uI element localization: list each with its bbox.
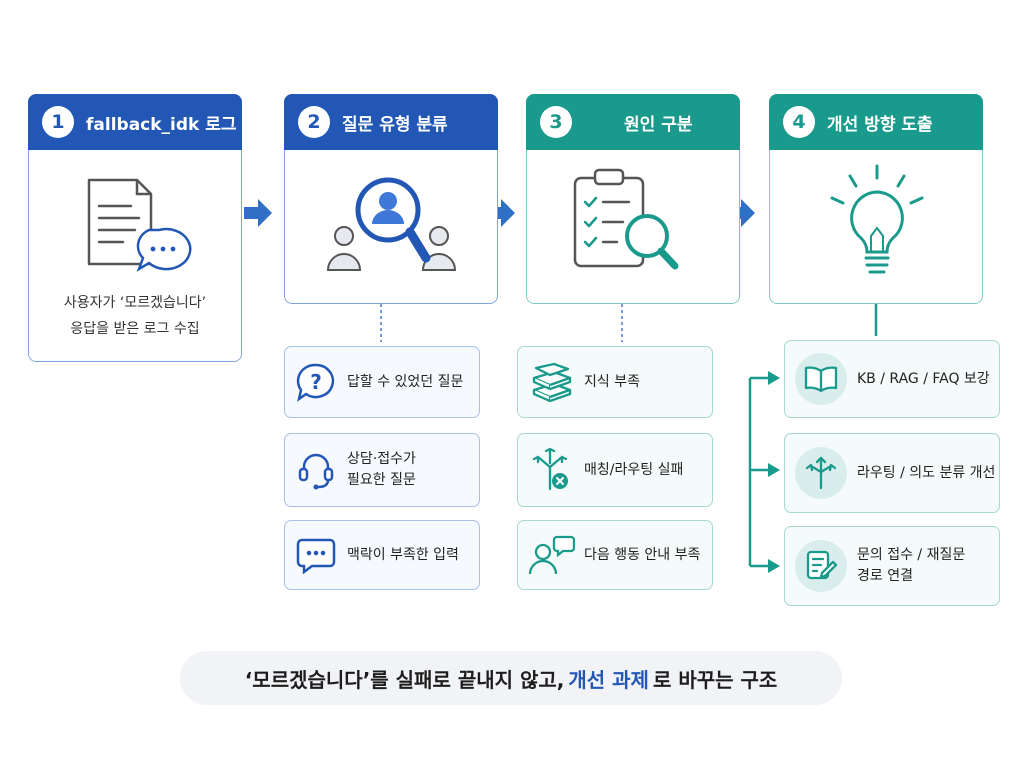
books-icon xyxy=(518,362,584,402)
question-bubble-icon: ? xyxy=(285,362,347,402)
checklist-magnifier-icon xyxy=(573,168,679,270)
question-type-label-3: 맥락이 부족한 입력 xyxy=(347,546,459,563)
step-2-body xyxy=(284,150,498,304)
step-arrows xyxy=(244,199,755,227)
document-chat-icon xyxy=(87,178,192,272)
cause-card-3: 다음 행동 안내 부족 xyxy=(517,520,713,590)
question-type-card-3: 맥락이 부족한 입력 xyxy=(284,520,480,590)
step-3-card: 3 원인 구분 xyxy=(526,94,740,304)
step-3-number: 3 xyxy=(540,106,572,138)
step-3-header: 3 원인 구분 xyxy=(526,94,740,150)
step-2-number: 2 xyxy=(298,106,330,138)
person-chat-icon xyxy=(518,534,584,576)
caption-part-2: 로 바꾸는 구조 xyxy=(652,667,778,692)
form-edit-icon xyxy=(785,540,857,592)
improvement-card-2: 라우팅 / 의도 분류 개선 xyxy=(784,433,1000,513)
step-4-header: 4 개선 방향 도출 xyxy=(769,94,983,150)
caption-part-1: ‘모르겠습니다’를 실패로 끝내지 않고, xyxy=(244,667,565,692)
step-3-title: 원인 구분 xyxy=(624,114,693,135)
improvement-label-3: 문의 접수 / 재질문 경로 연결 xyxy=(857,547,966,584)
lightbulb-icon xyxy=(830,164,924,274)
arrow-2-3 xyxy=(487,199,515,227)
svg-text:?: ? xyxy=(310,370,322,394)
cause-label-1: 지식 부족 xyxy=(584,373,640,390)
chat-dots-icon xyxy=(285,536,347,574)
cause-label-2: 매칭/라우팅 실패 xyxy=(584,461,684,478)
step-1-card: 1 fallback_idk 로그 사용자가 ‘모르겠습니다’ xyxy=(28,94,242,362)
arrow-3-4 xyxy=(727,199,755,227)
question-type-card-2: 상담·접수가 필요한 질문 xyxy=(284,433,480,507)
step-4-title: 개선 방향 도출 xyxy=(827,114,933,135)
open-book-icon xyxy=(785,353,857,405)
cause-card-1: 지식 부족 xyxy=(517,346,713,418)
people-magnifier-icon xyxy=(326,177,457,271)
step-3-body xyxy=(526,150,740,304)
improvement-label-2: 라우팅 / 의도 분류 개선 xyxy=(857,464,996,481)
step-4-card: 4 개선 방향 도출 xyxy=(769,94,983,304)
cause-card-2: 매칭/라우팅 실패 xyxy=(517,433,713,507)
question-type-label-2: 상담·접수가 필요한 질문 xyxy=(347,451,416,488)
improvement-card-3: 문의 접수 / 재질문 경로 연결 xyxy=(784,526,1000,606)
cause-label-3: 다음 행동 안내 부족 xyxy=(584,546,701,563)
step-1-description: 사용자가 ‘모르겠습니다’ 응답을 받은 로그 수집 xyxy=(63,295,207,337)
step-4-body xyxy=(769,150,983,304)
improvement-tree xyxy=(748,304,878,568)
step-1-number: 1 xyxy=(42,106,74,138)
headset-icon xyxy=(285,449,347,491)
improvement-label-1: KB / RAG / FAQ 보강 xyxy=(857,370,990,387)
improvement-card-1: KB / RAG / FAQ 보강 xyxy=(784,340,1000,418)
routing-fail-icon xyxy=(518,447,584,493)
arrow-1-2 xyxy=(244,199,272,227)
caption-highlight: 개선 과제 xyxy=(568,667,649,692)
step-2-title: 질문 유형 분류 xyxy=(342,114,448,135)
step-1-header: 1 fallback_idk 로그 xyxy=(28,94,242,150)
question-type-label-1: 답할 수 있었던 질문 xyxy=(347,373,464,390)
step-1-body: 사용자가 ‘모르겠습니다’ 응답을 받은 로그 수집 xyxy=(28,150,242,362)
routing-arrows-icon xyxy=(785,447,857,499)
step-2-header: 2 질문 유형 분류 xyxy=(284,94,498,150)
step-1-title: fallback_idk 로그 xyxy=(86,114,237,135)
step-2-card: 2 질문 유형 분류 xyxy=(284,94,498,304)
step-4-number: 4 xyxy=(783,106,815,138)
question-type-card-1: ? 답할 수 있었던 질문 xyxy=(284,346,480,418)
